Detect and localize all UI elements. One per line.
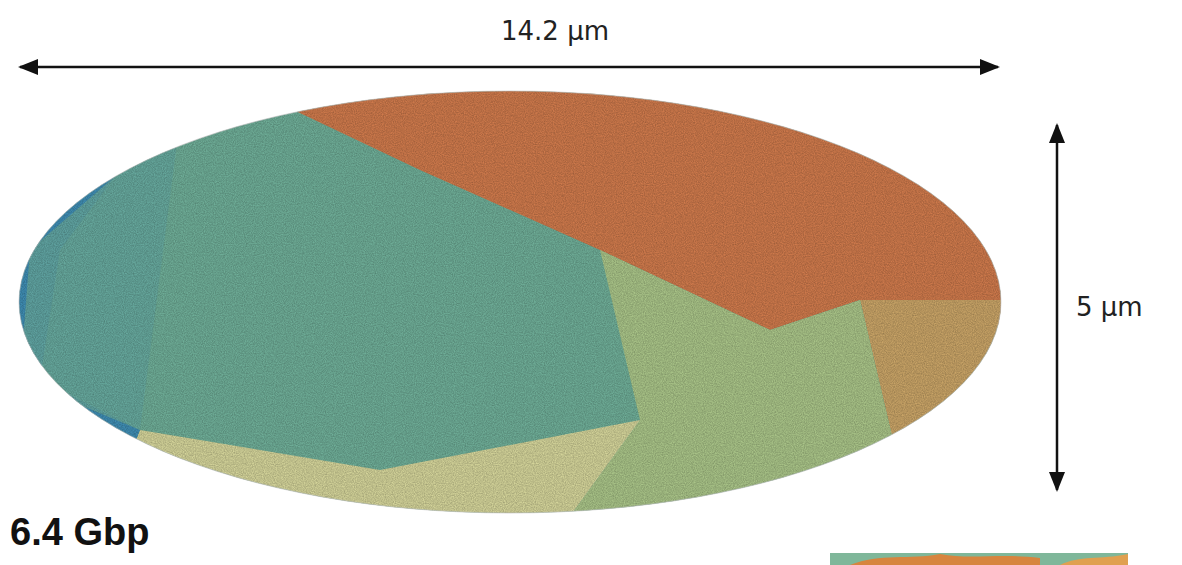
chromosome-territories xyxy=(0,80,1020,530)
height-dimension-label: 5 μm xyxy=(1072,292,1147,322)
genome-size-label: 6.4 Gbp xyxy=(10,511,149,554)
width-dimension-arrow xyxy=(20,66,998,69)
height-dimension-arrow xyxy=(1056,125,1059,490)
width-dimension-label: 14.2 μm xyxy=(497,16,613,46)
cropped-inset-image xyxy=(830,553,1128,565)
